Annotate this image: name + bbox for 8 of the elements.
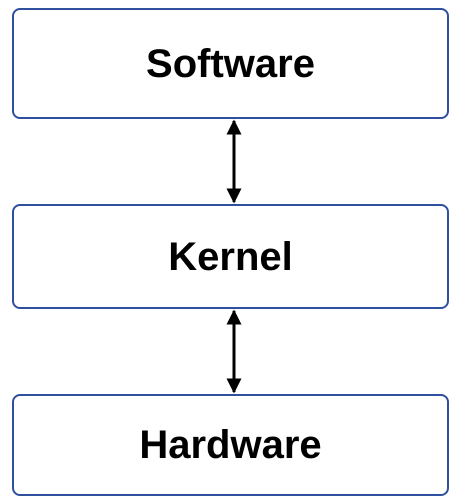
- layer-box: [12, 394, 449, 496]
- layer-label: Hardware: [139, 422, 322, 469]
- layer-box: [12, 204, 449, 309]
- double-arrow: [226, 310, 242, 394]
- double-arrow: [226, 120, 242, 204]
- layer-label: Software: [146, 40, 315, 88]
- layer-label: Kernel: [168, 234, 293, 280]
- layer-box: [12, 8, 449, 119]
